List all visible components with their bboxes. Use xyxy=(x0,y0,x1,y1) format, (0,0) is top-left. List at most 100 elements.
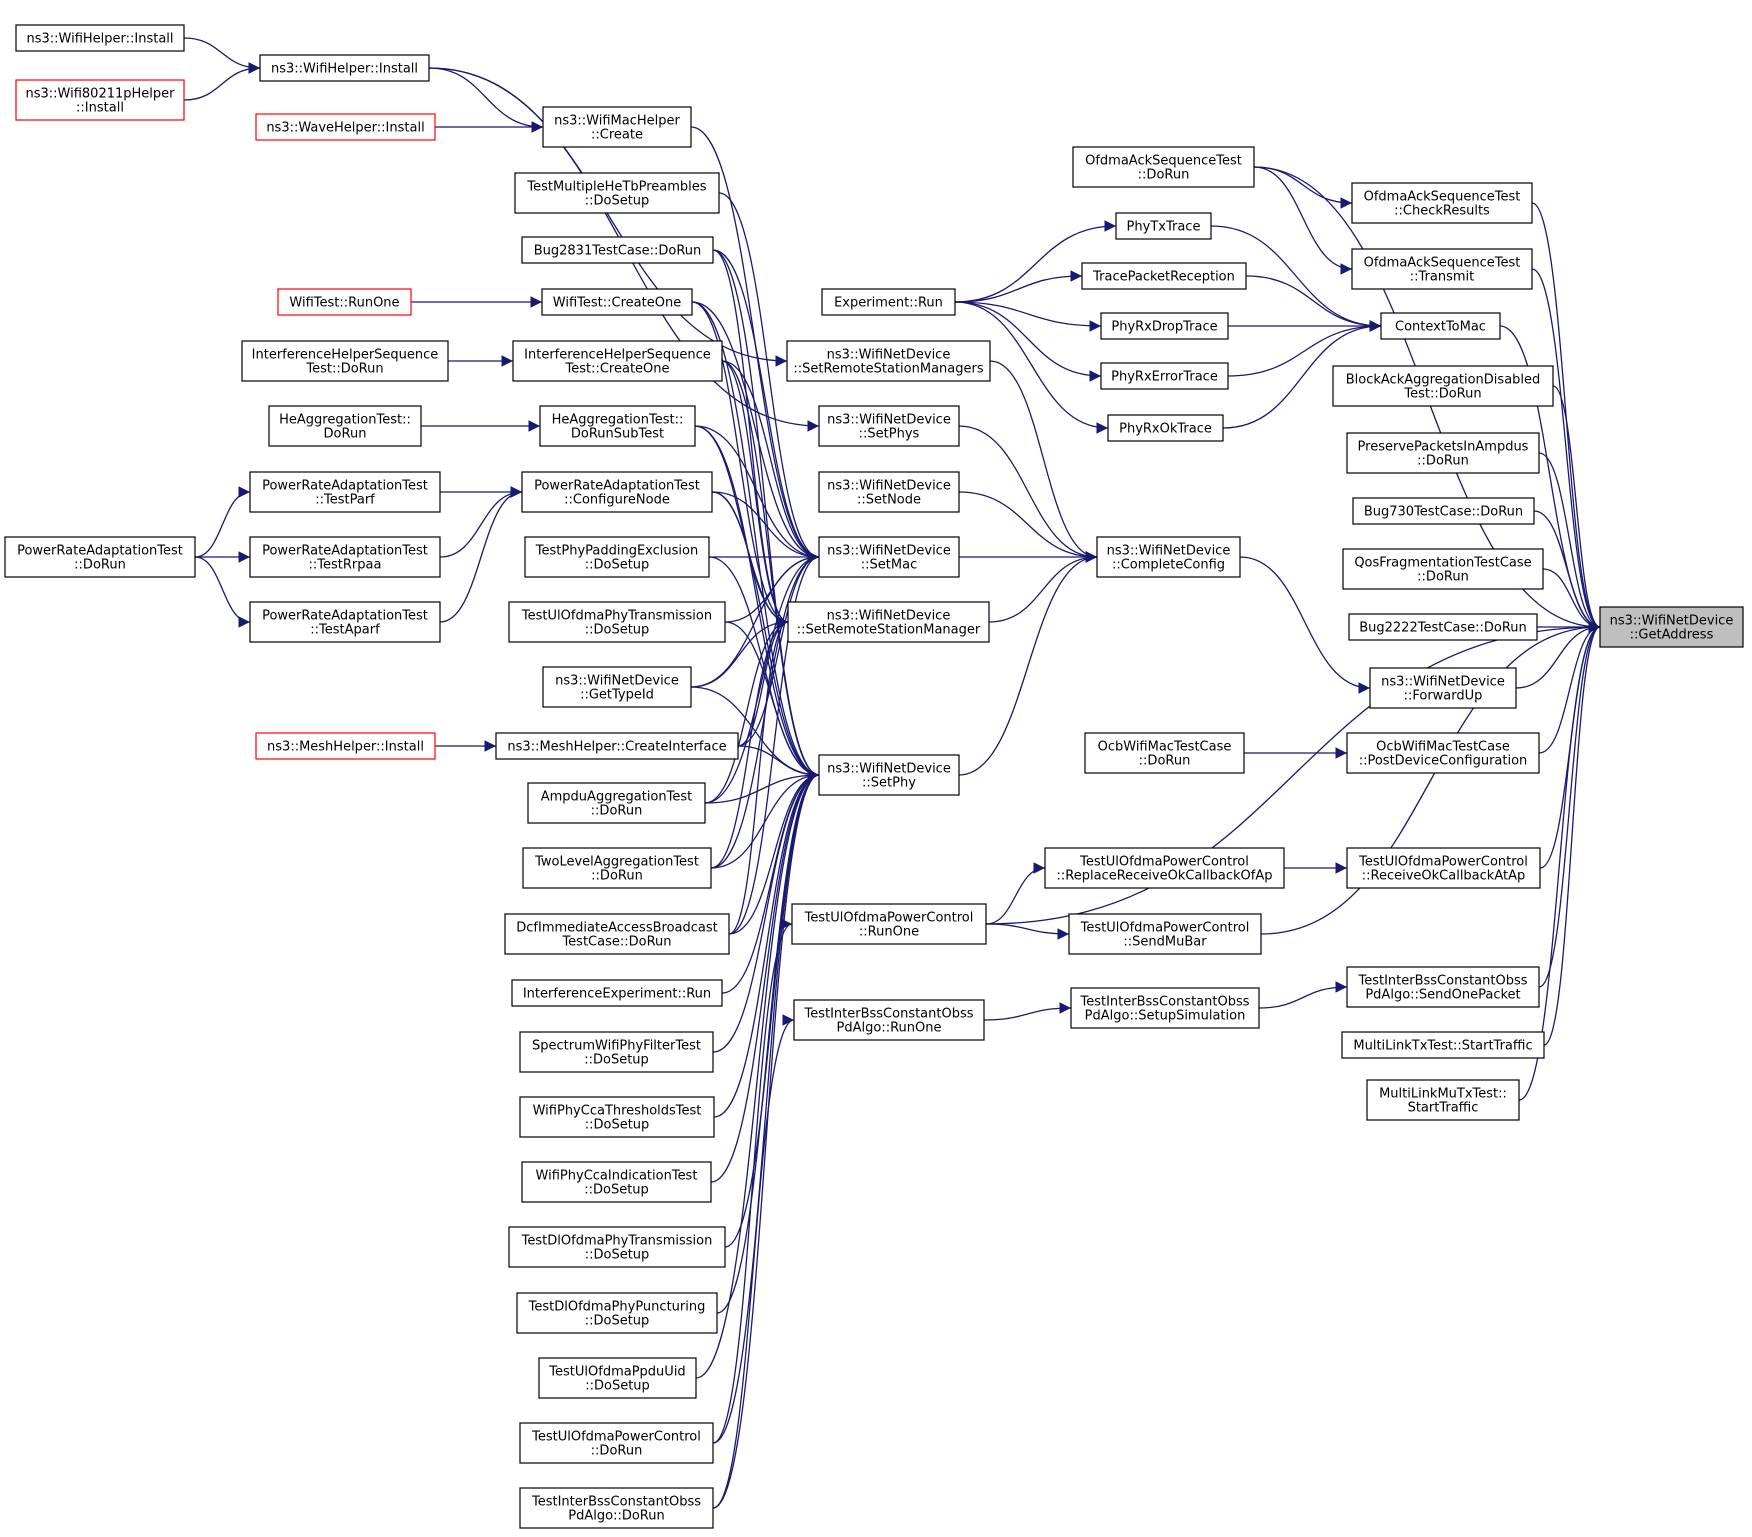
node-label: TestInterBssConstantObss xyxy=(1357,974,1527,989)
node-heagg-subtest[interactable]: HeAggregationTest::DoRunSubTest xyxy=(539,405,696,447)
node-interf-seq-createone[interactable]: InterferenceHelperSequenceTest::CreateOn… xyxy=(512,340,723,382)
node-wifimachelper-create[interactable]: ns3::WifiMacHelper::Create xyxy=(542,106,692,148)
node-testmultiplehetb[interactable]: TestMultipleHeTbPreambles::DoSetup xyxy=(514,172,720,214)
node-label: Bug2222TestCase::DoRun xyxy=(1359,621,1527,636)
node-bug2831[interactable]: Bug2831TestCase::DoRun xyxy=(521,236,714,264)
node-multilinkmutx[interactable]: MultiLinkMuTxTest::StartTraffic xyxy=(1366,1079,1520,1121)
node-testulofdmapc-runone[interactable]: TestUlOfdmaPowerControl::RunOne xyxy=(791,903,987,945)
node-tracepacketrx[interactable]: TracePacketReception xyxy=(1081,262,1247,290)
node-bug2222-dorun[interactable]: Bug2222TestCase::DoRun xyxy=(1348,613,1538,641)
node-multilinktx[interactable]: MultiLinkTxTest::StartTraffic xyxy=(1341,1031,1545,1059)
node-box xyxy=(818,754,960,796)
node-box xyxy=(1348,613,1538,641)
node-meshhelper-install[interactable]: ns3::MeshHelper::Install xyxy=(255,732,436,760)
node-label: ns3::WifiNetDevice xyxy=(827,609,951,624)
node-qosfrag-dorun[interactable]: QosFragmentationTestCase::DoRun xyxy=(1342,548,1544,590)
node-label: ::ReceiveOkCallbackAtAp xyxy=(1362,869,1525,884)
node-pra-dorun[interactable]: PowerRateAdaptationTest::DoRun xyxy=(4,536,196,578)
node-ofdma-ack-check[interactable]: OfdmaAckSequenceTest::CheckResults xyxy=(1351,182,1533,224)
node-testulofdmapc-sendmubar[interactable]: TestUlOfdmaPowerControl::SendMuBar xyxy=(1068,913,1262,955)
node-testulofdmapc-receiveok[interactable]: TestUlOfdmaPowerControl::ReceiveOkCallba… xyxy=(1346,847,1541,889)
node-box xyxy=(1351,182,1533,224)
node-box xyxy=(259,54,430,82)
node-label: PhyTxTrace xyxy=(1127,220,1201,235)
node-phytxtrace[interactable]: PhyTxTrace xyxy=(1115,212,1212,240)
node-label: PdAlgo::SendOnePacket xyxy=(1365,988,1520,1003)
node-wifihelper-install-a[interactable]: ns3::WifiHelper::Install xyxy=(15,24,185,52)
node-testinterbss-setup[interactable]: TestInterBssConstantObssPdAlgo::SetupSim… xyxy=(1070,987,1260,1029)
node-label: TestInterBssConstantObss xyxy=(803,1007,973,1022)
node-preserve-dorun[interactable]: PreservePacketsInAmpdus::DoRun xyxy=(1346,432,1540,474)
node-label: TestUlOfdmaPhyTransmission xyxy=(521,609,712,624)
node-testulofdmapc-replace[interactable]: TestUlOfdmaPowerControl::ReplaceReceiveO… xyxy=(1044,847,1285,889)
node-label: SpectrumWifiPhyFilterTest xyxy=(532,1039,701,1054)
call-edge-experiment_run-to-phyrxdroptrace xyxy=(954,301,1102,332)
node-cca-thresholds[interactable]: WifiPhyCcaThresholdsTest::DoSetup xyxy=(519,1096,715,1138)
node-wnd-getaddress[interactable]: ns3::WifiNetDevice::GetAddress xyxy=(1599,606,1744,648)
node-wnd-setrsm[interactable]: ns3::WifiNetDevice::SetRemoteStationMana… xyxy=(787,601,990,643)
call-edge-wifihelper_install_b-to-wifimachelper_create xyxy=(428,67,544,133)
node-wifi80211p-install[interactable]: ns3::Wifi80211pHelper::Install xyxy=(15,79,185,121)
node-phyrxerrortrace[interactable]: PhyRxErrorTrace xyxy=(1100,362,1229,390)
node-spectrum-filter[interactable]: SpectrumWifiPhyFilterTest::DoSetup xyxy=(519,1031,714,1073)
node-interf-exp-run[interactable]: InterferenceExperiment::Run xyxy=(511,979,723,1007)
node-phyrxdroptrace[interactable]: PhyRxDropTrace xyxy=(1100,312,1229,340)
node-testulofdmaphytx[interactable]: TestUlOfdmaPhyTransmission::DoSetup xyxy=(508,601,726,643)
node-wnd-setnode[interactable]: ns3::WifiNetDevice::SetNode xyxy=(818,471,960,513)
node-meshhelper-createif[interactable]: ns3::MeshHelper::CreateInterface xyxy=(495,732,739,760)
node-wnd-forwardup[interactable]: ns3::WifiNetDevice::ForwardUp xyxy=(1369,667,1517,709)
node-pra-testrrpaa[interactable]: PowerRateAdaptationTest::TestRrpaa xyxy=(249,536,441,578)
node-heagg-dorun[interactable]: HeAggregationTest::DoRun xyxy=(268,405,422,447)
node-pra-testaparf[interactable]: PowerRateAdaptationTest::TestAparf xyxy=(249,601,441,643)
node-testulofdmappdu[interactable]: TestUlOfdmaPpduUid::DoSetup xyxy=(538,1357,697,1399)
node-box xyxy=(1084,732,1245,774)
call-edge-pra_testaparf-to-pra_confignode xyxy=(439,486,523,623)
node-testinterbss-sendone[interactable]: TestInterBssConstantObssPdAlgo::SendOneP… xyxy=(1346,966,1540,1008)
node-wnd-gettypeid[interactable]: ns3::WifiNetDevice::GetTypeId xyxy=(542,666,692,708)
node-wifihelper-install-b[interactable]: ns3::WifiHelper::Install xyxy=(259,54,430,82)
node-testdlofdmapunct[interactable]: TestDlOfdmaPhyPuncturing::DoSetup xyxy=(516,1292,718,1334)
node-testdlofdmaphytx[interactable]: TestDlOfdmaPhyTransmission::DoSetup xyxy=(508,1226,726,1268)
node-bug730-dorun[interactable]: Bug730TestCase::DoRun xyxy=(1352,497,1535,525)
node-label: ns3::WifiNetDevice xyxy=(827,479,951,494)
node-twolevel-dorun[interactable]: TwoLevelAggregationTest::DoRun xyxy=(522,847,712,889)
node-dcf-dorun[interactable]: DcfImmediateAccessBroadcastTestCase::DoR… xyxy=(504,913,730,955)
node-wifitest-createone[interactable]: WifiTest::CreateOne xyxy=(541,288,693,316)
call-edge-wnd_gettypeid-to-wnd_setrsm xyxy=(690,616,789,688)
node-box xyxy=(511,979,723,1007)
node-contexttomac[interactable]: ContextToMac xyxy=(1380,312,1501,340)
node-label: ::DoRun xyxy=(591,804,643,819)
node-box xyxy=(512,340,723,382)
node-label: TestUlOfdmaPowerControl xyxy=(531,1430,701,1445)
node-label: ns3::WifiNetDevice xyxy=(555,674,679,689)
node-wnd-setrsms[interactable]: ns3::WifiNetDevice::SetRemoteStationMana… xyxy=(786,340,991,382)
node-phyrxoktrace[interactable]: PhyRxOkTrace xyxy=(1107,414,1224,442)
node-testulofdmapc-dorun[interactable]: TestUlOfdmaPowerControl::DoRun xyxy=(519,1422,714,1464)
node-wnd-completeconfig[interactable]: ns3::WifiNetDevice::CompleteConfig xyxy=(1096,536,1241,578)
node-experiment-run[interactable]: Experiment::Run xyxy=(821,288,956,316)
node-wnd-setphys[interactable]: ns3::WifiNetDevice::SetPhys xyxy=(818,405,960,447)
node-pra-confignode[interactable]: PowerRateAdaptationTest::ConfigureNode xyxy=(521,471,713,513)
call-edge-meshhelper_createif-to-wnd_setmac xyxy=(737,551,820,747)
node-wnd-setphy[interactable]: ns3::WifiNetDevice::SetPhy xyxy=(818,754,960,796)
node-ofdma-ack-transmit[interactable]: OfdmaAckSequenceTest::Transmit xyxy=(1351,248,1533,290)
node-box xyxy=(539,405,696,447)
node-cca-indication[interactable]: WifiPhyCcaIndicationTest::DoSetup xyxy=(521,1161,712,1203)
node-wifitest-runone[interactable]: WifiTest::RunOne xyxy=(277,288,412,316)
node-testphypadding[interactable]: TestPhyPaddingExclusion::DoSetup xyxy=(524,536,710,578)
node-wavehelper-install[interactable]: ns3::WaveHelper::Install xyxy=(255,113,436,141)
node-ampdu-dorun[interactable]: AmpduAggregationTest::DoRun xyxy=(527,782,706,824)
node-label: PowerRateAdaptationTest xyxy=(534,479,700,494)
node-ofdma-ack-dorun[interactable]: OfdmaAckSequenceTest::DoRun xyxy=(1072,146,1255,188)
node-label: OcbWifiMacTestCase xyxy=(1376,740,1510,755)
node-wnd-setmac[interactable]: ns3::WifiNetDevice::SetMac xyxy=(818,536,960,578)
node-pra-testparf[interactable]: PowerRateAdaptationTest::TestParf xyxy=(249,471,441,513)
node-label: TestUlOfdmaPowerControl xyxy=(1080,921,1250,936)
node-label: PdAlgo::RunOne xyxy=(837,1021,942,1036)
node-ocb-dorun[interactable]: OcbWifiMacTestCase::DoRun xyxy=(1084,732,1245,774)
node-ocb-postdevice[interactable]: OcbWifiMacTestCase::PostDeviceConfigurat… xyxy=(1346,732,1540,774)
